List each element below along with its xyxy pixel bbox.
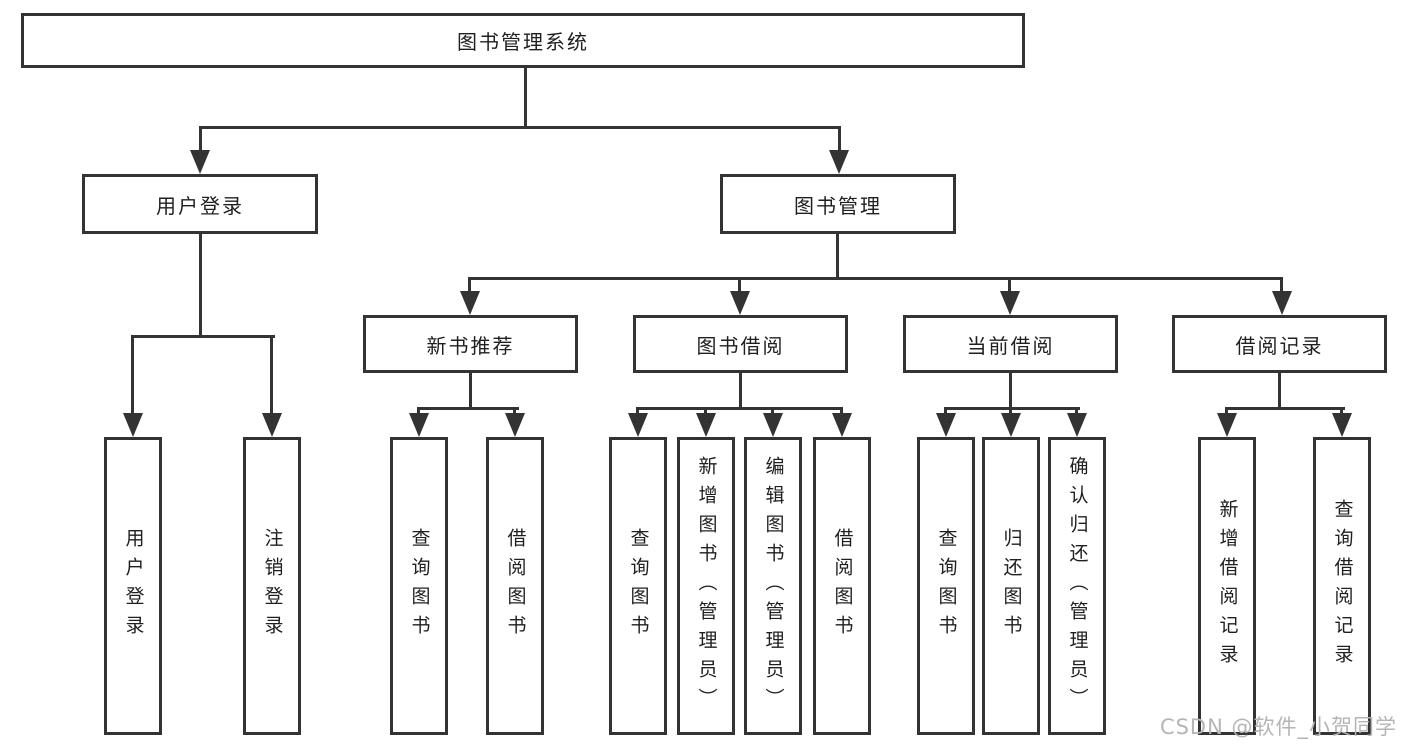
arrow-down-icon [409,413,429,437]
node-label: 归还图书 [1000,528,1023,644]
arrow-down-icon [123,413,143,437]
leaf-query-books-recommend: 查询图书 [390,437,448,735]
connector-line [836,234,839,280]
leaf-borrow-books-recommend: 借阅图书 [486,437,544,735]
node-label: 图书借阅 [696,333,785,358]
node-label: 查询图书 [935,528,958,644]
arrow-down-icon [730,291,750,315]
leaf-borrow-books: 借阅图书 [813,437,871,735]
connector-line [1225,407,1345,410]
arrow-down-icon [190,150,210,174]
node-label: 查询图书 [627,528,650,644]
arrow-down-icon [628,413,648,437]
leaf-add-book-admin: 新增图书（管理员） [677,437,735,735]
node-label: 查询图书 [408,528,431,644]
node-label: 图书管理 [794,193,882,218]
connector-line [771,407,774,417]
node-label: 图书管理系统 [457,30,589,54]
connector-line [468,277,1283,280]
node-label: 借阅图书 [504,528,527,644]
connector-line [199,126,841,129]
node-label: 注销登录 [261,528,284,644]
connector-line [1075,407,1078,417]
node-book-management: 图书管理 [720,174,956,234]
leaf-logout: 注销登录 [243,437,301,735]
node-label: 用户登录 [122,528,145,644]
connector-line [1340,407,1343,417]
node-label: 查询借阅记录 [1331,499,1354,673]
connector-line [199,126,202,153]
arrow-down-icon [1067,413,1087,437]
connector-line [1009,373,1012,409]
connector-line [199,234,202,336]
leaf-query-books-current: 查询图书 [917,437,975,735]
connector-line [1009,407,1012,417]
node-label: 新增借阅记录 [1216,499,1239,673]
arrow-down-icon [262,413,282,437]
connector-line [944,407,1080,410]
node-book-borrow: 图书借阅 [633,315,848,373]
leaf-return-books: 归还图书 [982,437,1040,735]
arrow-down-icon [505,413,525,437]
connector-line [1278,373,1281,409]
connector-line [131,335,275,338]
connector-line [944,407,947,417]
node-borrow-records: 借阅记录 [1172,315,1387,373]
connector-line [524,68,527,126]
node-current-borrow: 当前借阅 [903,315,1118,373]
node-label: 确认归还（管理员） [1066,455,1089,717]
csdn-watermark: CSDN @软件_小贺同学 [1159,715,1397,739]
connector-line [739,373,742,409]
leaf-user-login: 用户登录 [104,437,162,735]
connector-line [738,277,741,293]
connector-line [636,407,639,417]
node-user-login: 用户登录 [82,174,318,234]
arrow-down-icon [763,413,783,437]
connector-line [838,126,841,153]
connector-line [468,277,471,293]
arrow-down-icon [1001,413,1021,437]
arrow-down-icon [829,150,849,174]
node-label: 借阅图书 [831,528,854,644]
connector-line [1008,277,1011,293]
arrow-down-icon [1000,291,1020,315]
leaf-query-borrow-record: 查询借阅记录 [1313,437,1371,735]
node-library-system: 图书管理系统 [21,13,1025,68]
connector-line [417,407,519,410]
connector-line [131,335,134,415]
connector-line [704,407,707,417]
node-label: 借阅记录 [1235,333,1324,358]
connector-line [1225,407,1228,417]
leaf-query-books-borrow: 查询图书 [609,437,667,735]
node-label: 新书推荐 [426,333,515,358]
connector-line [270,335,273,415]
node-label: 编辑图书（管理员） [762,455,785,717]
arrow-down-icon [460,291,480,315]
connector-line [840,407,843,417]
leaf-add-borrow-record: 新增借阅记录 [1198,437,1256,735]
node-label: 新增图书（管理员） [695,455,718,717]
node-label: 当前借阅 [966,333,1055,358]
node-new-book-recommend: 新书推荐 [363,315,578,373]
leaf-edit-book-admin: 编辑图书（管理员） [744,437,802,735]
node-label: 用户登录 [156,193,244,218]
connector-line [469,373,472,409]
arrow-down-icon [1332,413,1352,437]
connector-line [1280,277,1283,293]
connector-line [513,407,516,417]
arrow-down-icon [832,413,852,437]
arrow-down-icon [936,413,956,437]
connector-line [417,407,420,417]
arrow-down-icon [1217,413,1237,437]
leaf-confirm-return-admin: 确认归还（管理员） [1048,437,1106,735]
arrow-down-icon [696,413,716,437]
arrow-down-icon [1272,291,1292,315]
connector-line [636,407,843,410]
